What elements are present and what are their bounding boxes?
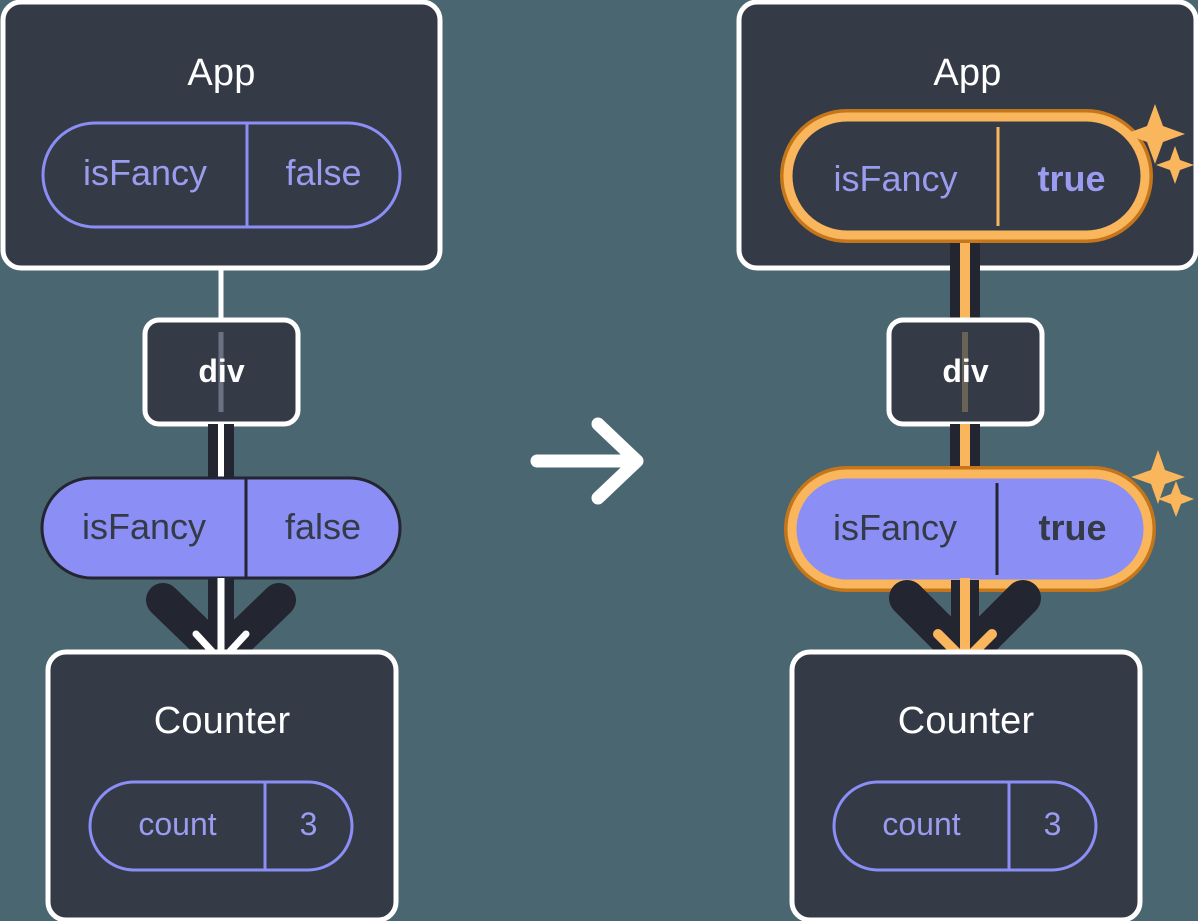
sparkle-icon-props-small [1158, 481, 1194, 517]
sparkle-icon-app-small [1156, 146, 1194, 184]
arrow-right-icon [530, 417, 644, 505]
before-app-panel [0, 0, 443, 271]
before-counter-panel [45, 649, 399, 921]
before-counter-pill [88, 780, 354, 872]
after-app-pill-ring-inner [783, 112, 1150, 240]
after-counter-panel [789, 649, 1143, 921]
before-app-pill [41, 121, 402, 229]
sparkle-icon-app-large [1125, 104, 1185, 164]
after-props-pill-ring-inner [787, 469, 1153, 589]
after-props-to-counter-arrow [889, 578, 1041, 674]
after-counter-pill [832, 780, 1098, 872]
sparkle-icon-props-large [1131, 450, 1185, 504]
